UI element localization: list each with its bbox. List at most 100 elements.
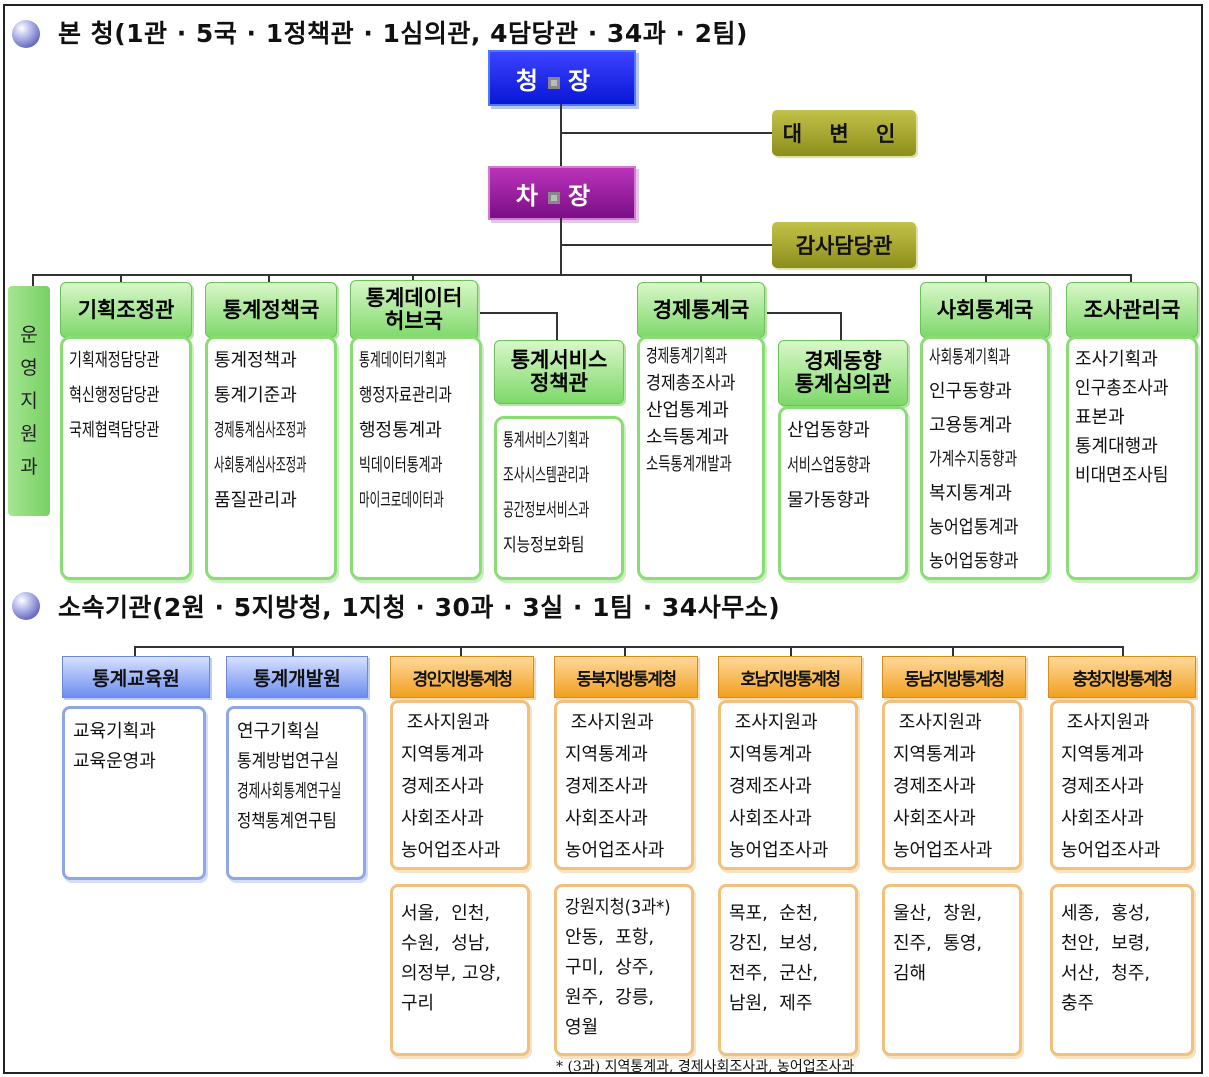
connector [560,104,562,166]
city-row: 서산, 청주, [1061,963,1151,984]
list-item: 경제조사과 [565,776,648,797]
list-item: 통계기준과 [214,385,297,406]
ops-char: 원 [20,422,38,445]
section-bullet-icon [12,20,40,48]
list-item: 조사지원과 [1066,712,1150,733]
institute-list-education: 교육기획과 교육운영과 [62,706,206,880]
connector [556,312,558,340]
city-row: 울산, 창원, [893,903,983,924]
regional-list-chungcheong: 조사지원과 지역통계과 경제조사과 사회조사과 농어업조사과 [1050,700,1194,870]
list-item: 빅데이터통계과 [359,455,443,476]
list-item: 공간정보서비스과 [503,500,590,521]
list-item: 고용통계과 [929,415,1012,436]
list-item: 국제협력담당관 [69,420,160,441]
bureau-head-datahub: 통계데이터 허브국 [350,280,478,340]
institute-head-education: 통계교육원 [62,656,210,698]
list-item: 지능정보화팀 [503,535,585,556]
bureau-list-economic-trend: 산업동향과 서비스업동향과 물가동향과 [778,406,908,580]
city-row: 의정부, 고양, [401,963,501,984]
regional-title: 충청지방통계청 [1072,669,1173,690]
connector [840,312,842,340]
bureau-title: 사회통계국 [936,297,1034,322]
list-item: 농어업조사과 [893,840,993,861]
list-item: 복지통계과 [929,483,1012,504]
list-item: 행정통계과 [359,420,442,441]
list-item: 농어업조사과 [1061,840,1161,861]
operations-support-box: 운 영 지 원 과 [8,286,50,516]
institute-list-development: 연구기획실 통계방법연구실 경제사회통계연구실 정책통계연구팀 [226,706,366,880]
bureau-title: 통계서비스 정책관 [510,348,608,395]
regional-head-gyeongin: 경인지방통계청 [390,656,534,698]
connector [985,274,987,282]
bureau-head-policy: 통계정책국 [205,282,337,338]
connector [560,218,562,274]
institute-title: 통계교육원 [92,667,180,690]
list-item: 조사지원과 [734,712,818,733]
regional-title: 동북지방통계청 [576,669,677,690]
bureau-title: 통계정책국 [222,297,320,322]
connector [1122,646,1124,656]
bureau-head-economic-trend: 경제동향 통계심의관 [778,340,908,406]
list-item: 산업통계과 [646,400,729,421]
list-item: 경제통계심사조정과 [214,420,307,441]
regional-cities-honam: 목포, 순천, 강진, 보성, 전주, 군산, 남원, 제주 [718,884,858,1056]
list-item: 사회조사과 [401,808,484,829]
list-item: 농어업동향과 [929,551,1019,572]
institute-head-development: 통계개발원 [226,656,368,698]
connector [952,646,954,656]
list-item: 혁신행정담당관 [69,385,160,406]
city-row: 강원지청(3과*) [565,897,671,918]
city-row: 충주 [1061,993,1095,1014]
bureau-list-service: 통계서비스기획과 조사시스템관리과 공간정보서비스과 지능정보화팀 [494,416,624,580]
city-row: 수원, 성남, [401,933,491,954]
city-row: 전주, 군산, [729,963,819,984]
audit-officer-label: 감사담당관 [795,234,893,258]
list-item: 농어업통계과 [929,517,1019,538]
bureau-title: 경제동향 통계심의관 [794,349,892,396]
list-item: 정책통계연구팀 [237,811,337,832]
list-item: 경제조사과 [1061,776,1144,797]
bureau-head-survey: 조사관리국 [1066,282,1198,338]
bureau-list-social: 사회통계기획과 인구동향과 고용통계과 가계수지동향과 복지통계과 농어업통계과… [920,336,1050,580]
list-item: 통계정책과 [214,350,297,371]
list-item: 농어업조사과 [565,840,665,861]
connector [1130,274,1132,282]
regional-title: 경인지방통계청 [412,669,513,690]
list-item: 조사지원과 [898,712,982,733]
affiliated-title: 소속기관(2원 · 5지방청, 1지청 · 30과 · 3실 · 1팀 · 34… [58,593,781,622]
list-item: 농어업조사과 [729,840,829,861]
connector [560,132,772,134]
bureau-title: 통계데이터 허브국 [365,286,463,333]
list-item: 마이크로데이터과 [359,490,444,511]
list-item: 기획재정담당관 [69,350,160,371]
list-item: 인구동향과 [929,381,1012,402]
list-item: 교육기획과 [73,721,156,742]
separator-icon [548,191,560,204]
bureau-head-economic: 경제통계국 [637,282,765,338]
city-row: 목포, 순천, [729,903,819,924]
list-item: 지역통계과 [565,744,648,765]
bureau-head-social: 사회통계국 [920,282,1050,338]
list-item: 사회통계기획과 [929,347,1011,368]
regional-list-gyeongin: 조사지원과 지역통계과 경제조사과 사회조사과 농어업조사과 [390,700,530,870]
list-item: 통계방법연구실 [237,751,340,772]
connector [120,274,122,282]
bureau-list-datahub: 통계데이터기획과 행정자료관리과 행정통계과 빅데이터통계과 마이크로데이터과 [350,336,482,580]
regional-list-dongnam: 조사지원과 지역통계과 경제조사과 사회조사과 농어업조사과 [882,700,1022,870]
separator-icon [548,76,560,89]
list-item: 사회통계심사조정과 [214,455,307,476]
regional-head-chungcheong: 충청지방통계청 [1048,656,1196,698]
list-item: 지역통계과 [1061,744,1144,765]
city-row: 진주, 통영, [893,933,983,954]
list-item: 통계데이터기획과 [359,350,447,371]
connector [32,274,34,286]
list-item: 조사지원과 [406,712,490,733]
connector [700,274,702,282]
connector [624,646,626,656]
regional-title: 동남지방통계청 [904,669,1005,690]
ops-char: 과 [20,455,38,478]
list-item: 표본과 [1075,407,1125,428]
